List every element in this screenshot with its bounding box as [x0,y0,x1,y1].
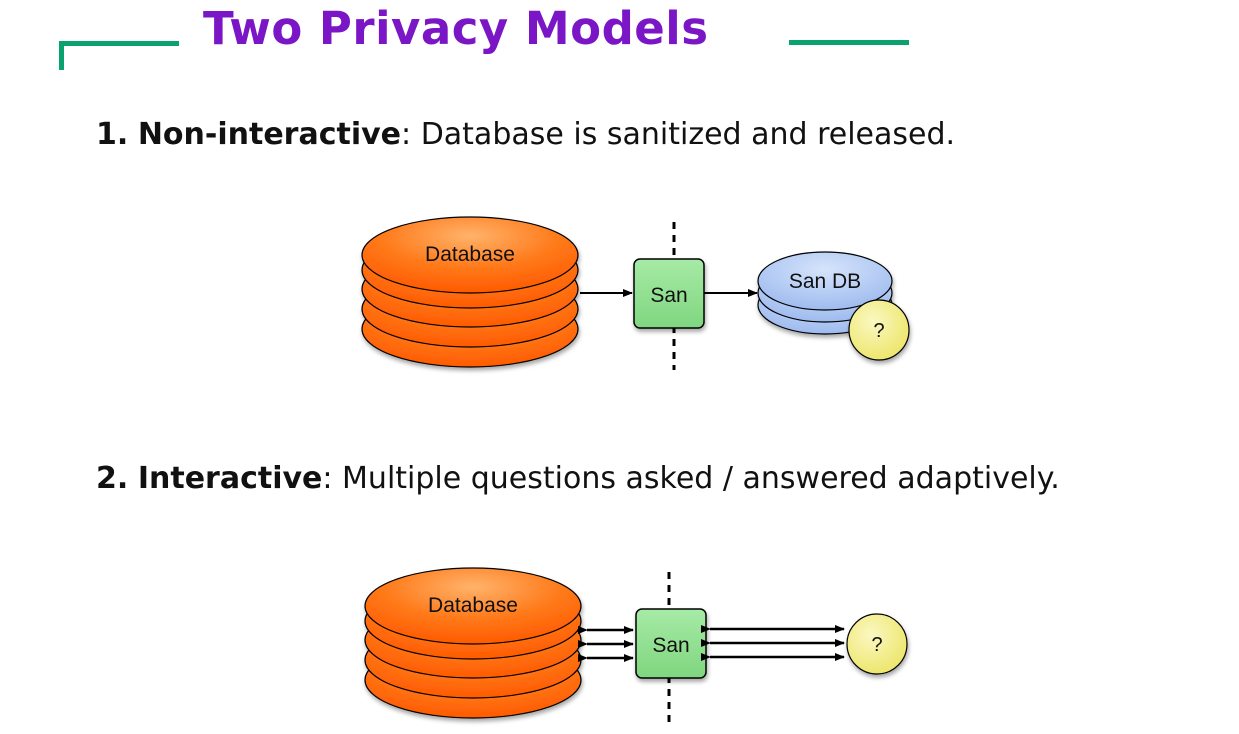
item-term: Interactive [137,461,323,496]
item-description: Multiple questions asked / answered adap… [342,461,1060,496]
database-label: Database [428,594,518,617]
diagram-interactive: Database San ? [364,567,908,722]
title-rule-left-tick [59,41,64,70]
query-circle [848,299,910,361]
model-item-interactive: 2. Interactive: Multiple questions asked… [96,461,1060,497]
arrows-san-query [701,625,845,661]
title-rule-right [789,40,909,45]
item-separator: : [401,117,412,152]
slide-title: Two Privacy Models [203,2,709,55]
item-term: Non-interactive [137,117,402,152]
database-stack [361,216,579,368]
item-number: 2. [96,461,129,496]
diagram-non-interactive: Database San San DB ? [361,216,910,370]
arrows-db-san [578,626,634,662]
item-number: 1. [96,117,129,152]
item-description: Database is sanitized and released. [420,117,956,152]
model-item-non-interactive: 1. Non-interactive: Database is sanitize… [96,117,955,153]
sanitizer-label: San [652,634,689,657]
query-label: ? [873,320,884,342]
query-circle [846,613,908,675]
query-label: ? [871,634,882,656]
title-rule-left [59,41,179,46]
database-label: Database [425,243,515,266]
database-stack [364,567,582,719]
san-db-label: San DB [789,270,861,293]
item-separator: : [322,461,333,496]
sanitizer-label: San [650,284,687,307]
